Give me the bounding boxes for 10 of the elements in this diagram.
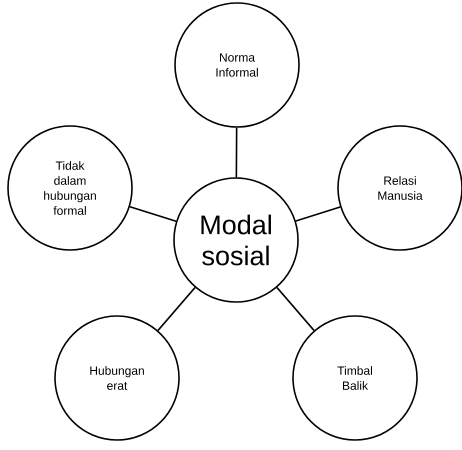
connector-line [296, 206, 340, 222]
connector-line [130, 206, 176, 222]
connector-line [276, 287, 315, 331]
circle-node: Hubungan erat [54, 315, 180, 441]
connector-line [157, 287, 196, 331]
circle-node: Timbal Balik [292, 315, 418, 441]
circle-node: Norma Informal [174, 2, 300, 128]
connector-line [236, 128, 238, 178]
circle-node: Tidak dalam hubungan formal [7, 125, 133, 251]
circle-node: Modal sosial [173, 177, 299, 303]
